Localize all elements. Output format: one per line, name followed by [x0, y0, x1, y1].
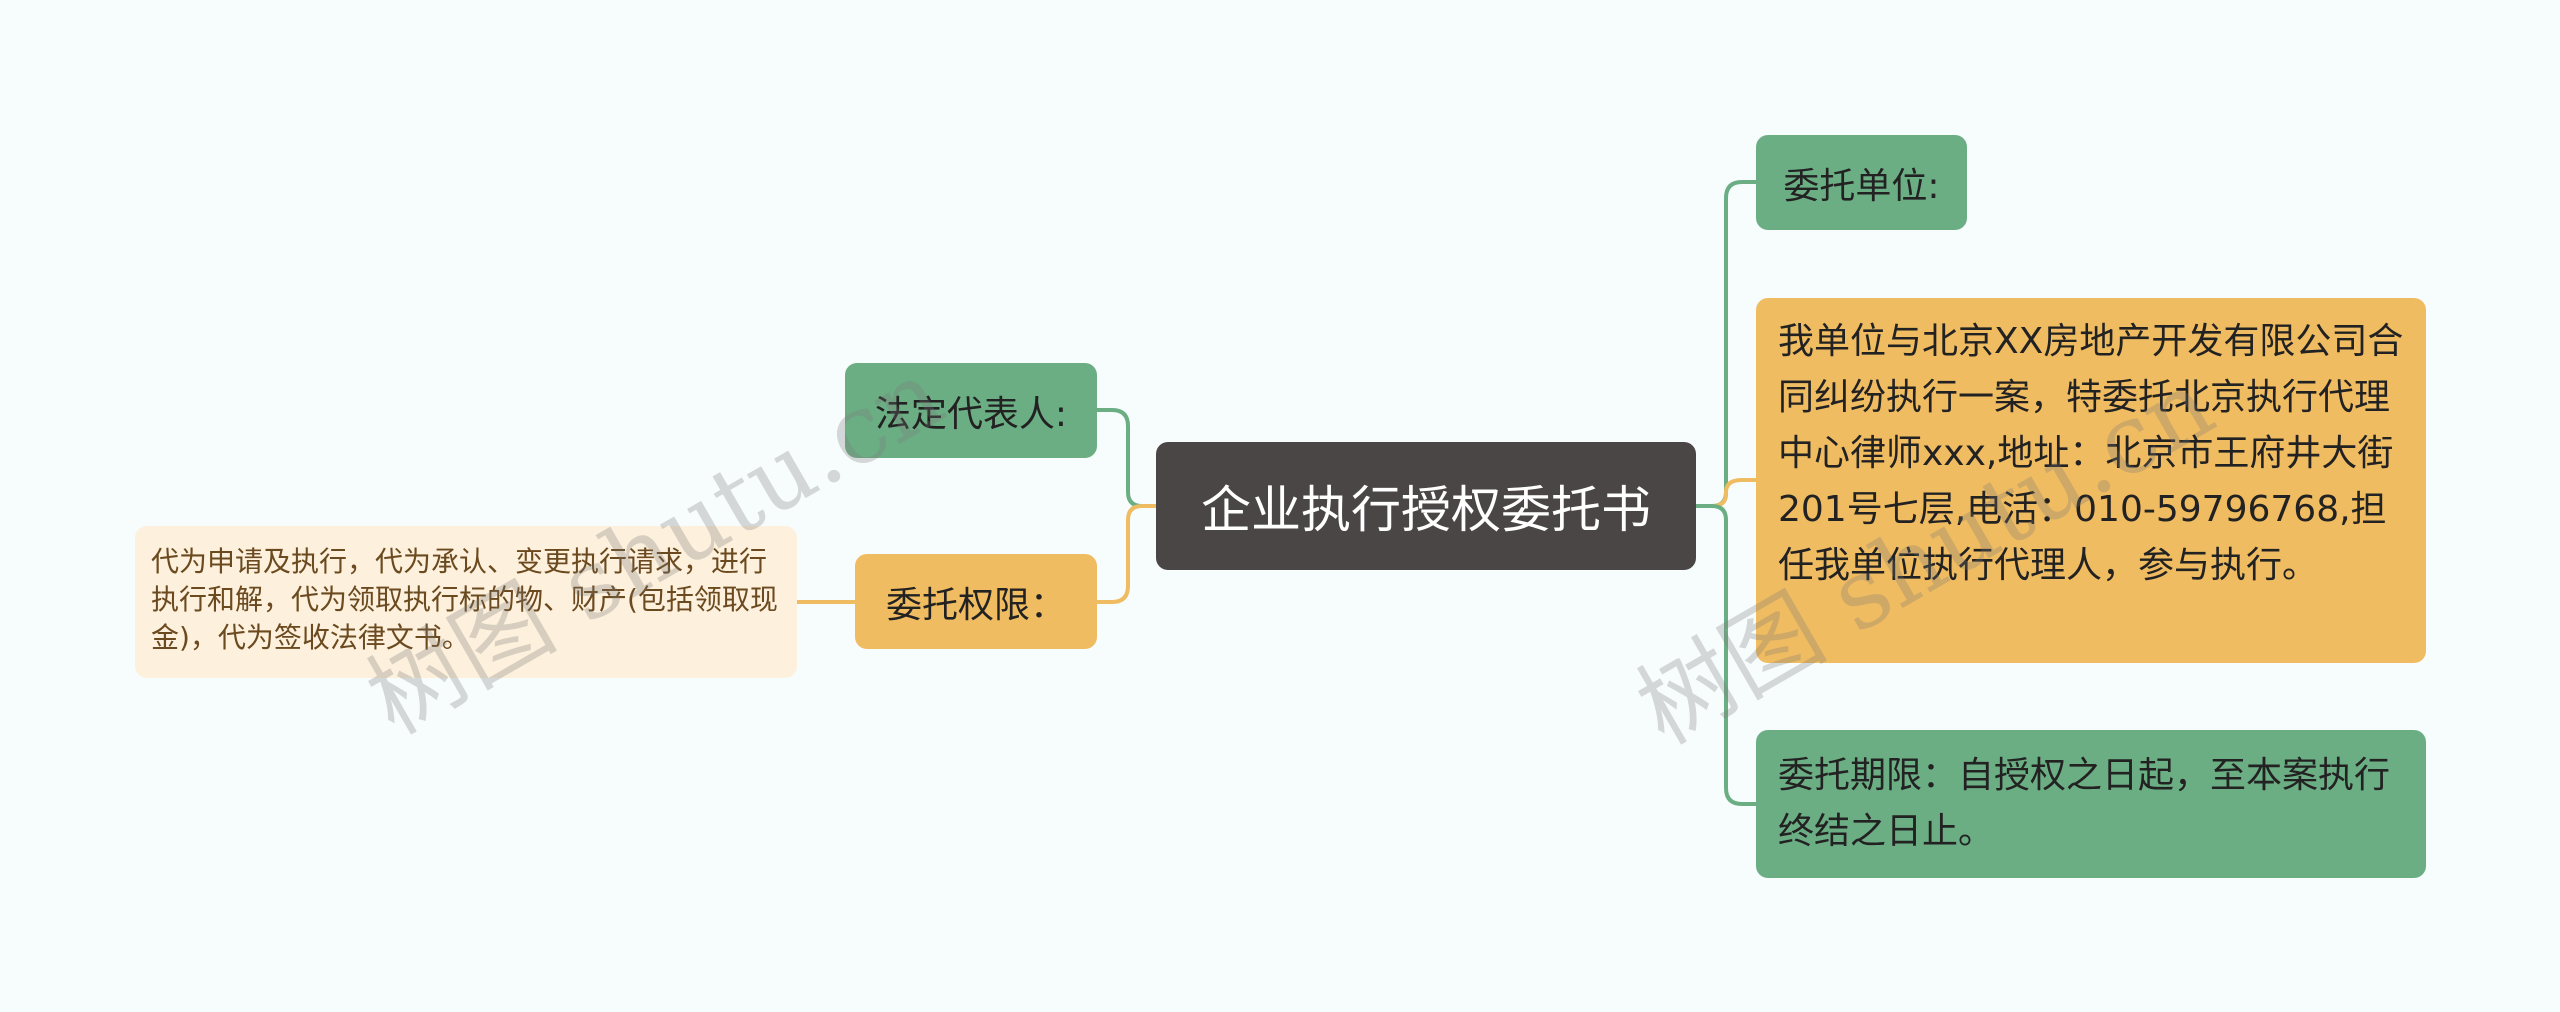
connector-center-unit	[1696, 180, 1756, 508]
node-case-description[interactable]: 我单位与北京XX房地产开发有限公司合同纠纷执行一案，特委托北京执行代理中心律师x…	[1756, 298, 2426, 663]
central-topic[interactable]: 企业执行授权委托书	[1156, 442, 1696, 570]
node-entrusting-unit-label: 委托单位:	[1783, 165, 1940, 207]
node-entrust-period-text: 委托期限：自授权之日起，至本案执行终结之日止。	[1778, 755, 2391, 852]
node-entrusting-unit[interactable]: 委托单位:	[1756, 135, 1967, 230]
connector-center-scope	[1097, 504, 1156, 604]
node-legal-representative[interactable]: 法定代表人:	[845, 363, 1097, 458]
central-topic-label: 企业执行授权委托书	[1201, 481, 1651, 539]
node-authorization-scope-detail[interactable]: 代为申请及执行，代为承认、变更执行请求，进行执行和解，代为领取执行标的物、财产(…	[135, 526, 797, 678]
node-case-description-text: 我单位与北京XX房地产开发有限公司合同纠纷执行一案，特委托北京执行代理中心律师x…	[1778, 321, 2404, 586]
node-entrust-period[interactable]: 委托期限：自授权之日起，至本案执行终结之日止。	[1756, 730, 2426, 878]
connector-center-period	[1696, 504, 1756, 806]
node-legal-representative-label: 法定代表人:	[874, 393, 1068, 435]
node-authorization-scope-label: 委托权限：	[885, 584, 1066, 626]
node-authorization-scope-detail-text: 代为申请及执行，代为承认、变更执行请求，进行执行和解，代为领取执行标的物、财产(…	[151, 545, 778, 654]
node-authorization-scope[interactable]: 委托权限：	[855, 554, 1097, 649]
connector-center-legal	[1097, 408, 1156, 508]
